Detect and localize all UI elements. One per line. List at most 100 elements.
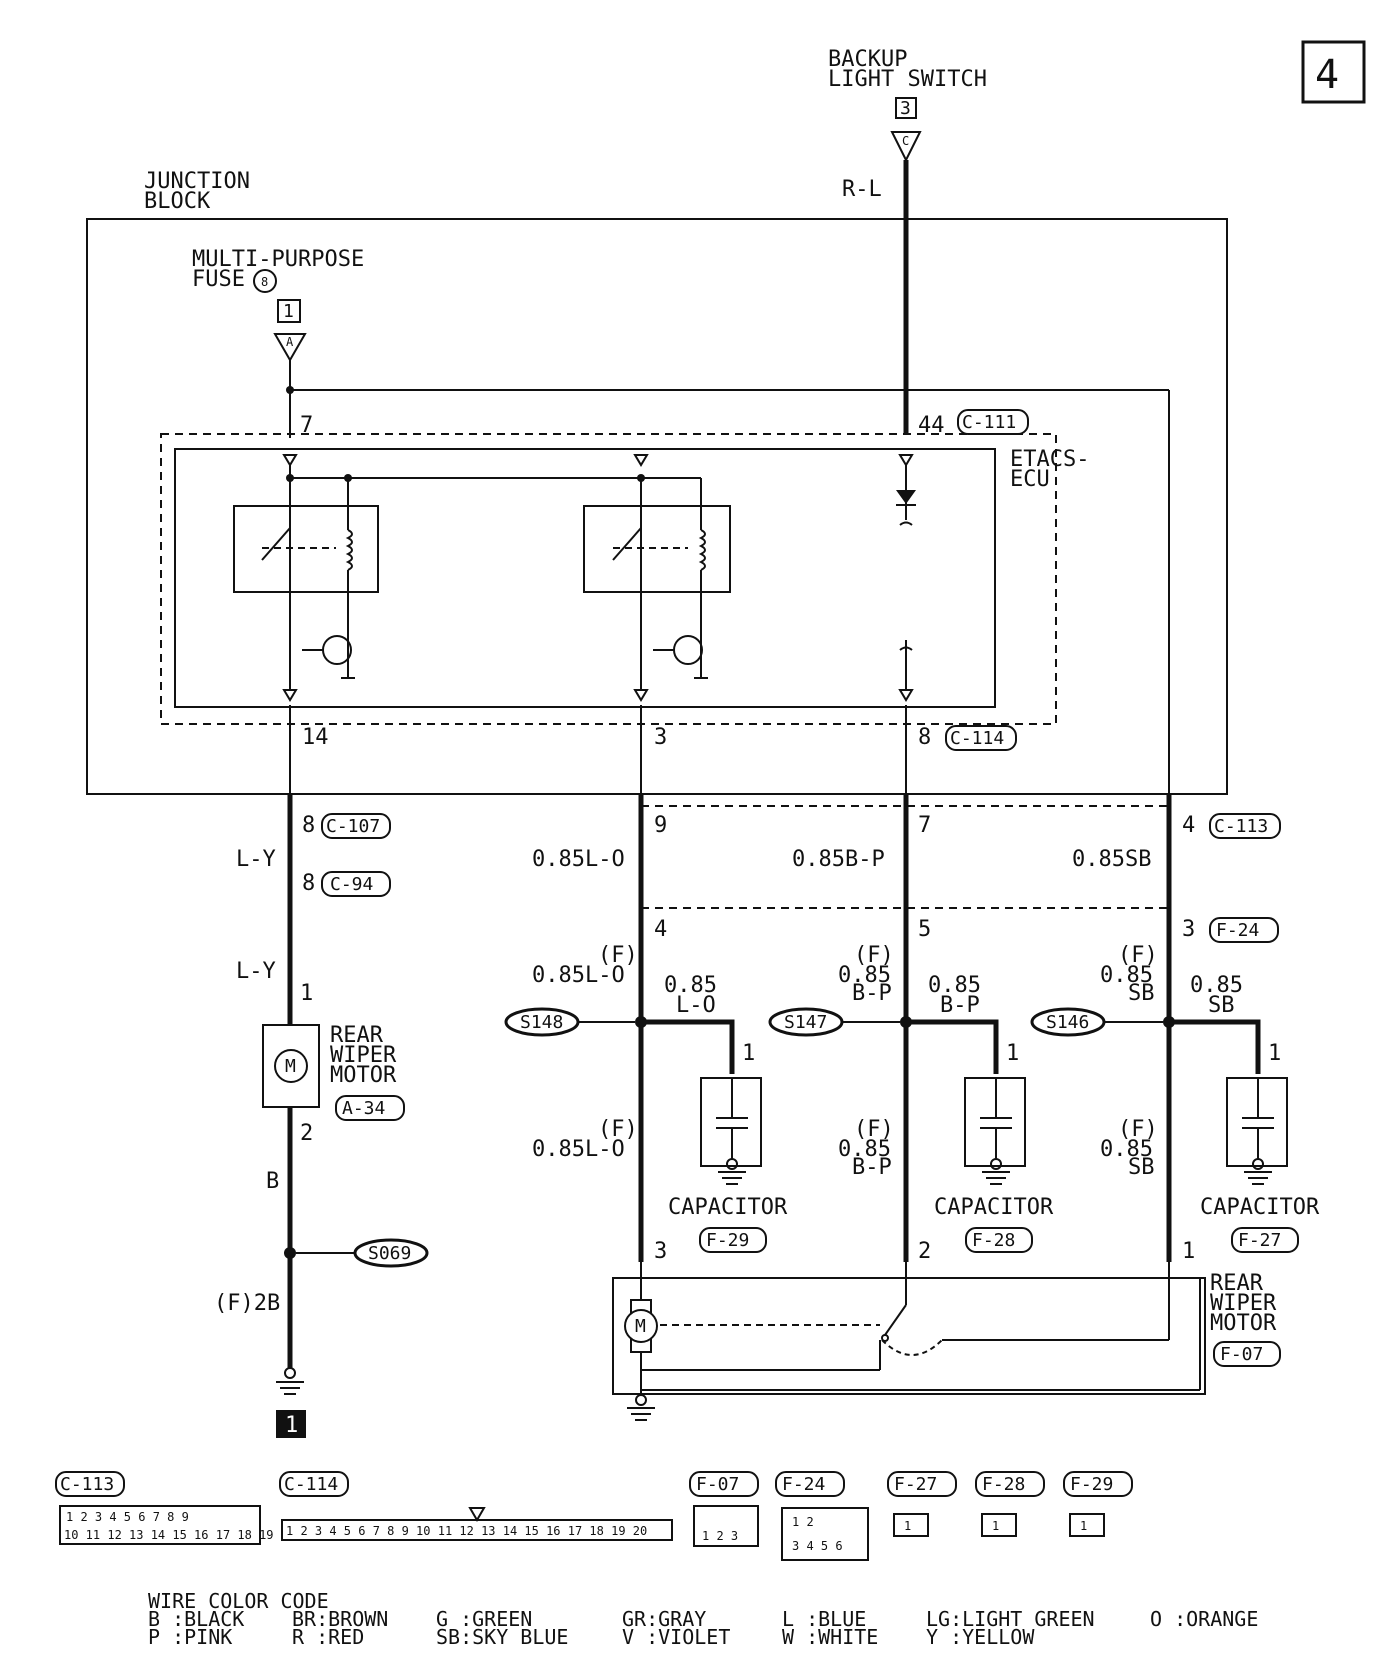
fuse-junction-dot	[286, 386, 294, 394]
f24-pin-a: 4	[654, 917, 667, 942]
page-number-box	[1301, 40, 1366, 104]
f27-pin: 1	[904, 1519, 911, 1533]
f29-name: F-29	[1070, 1474, 1113, 1495]
branch-1-up-size: 0.85L-O	[532, 963, 625, 988]
legend-b: B :BLACK	[148, 1607, 244, 1631]
branch-3-splice: S146	[1046, 1012, 1089, 1033]
legend-lg: LG:LIGHT GREEN	[926, 1607, 1095, 1631]
fuse-terminal: 1	[283, 301, 294, 322]
left-pin-c94: 8	[302, 871, 315, 896]
left-motor-label-3: MOTOR	[330, 1063, 397, 1088]
backup-switch-terminal: 3	[900, 98, 911, 119]
branch-1-cap-wire	[641, 1019, 735, 1074]
rear-motor-label-2: WIPER	[1210, 1291, 1277, 1316]
left-motor-pin-1: 1	[300, 981, 313, 1006]
branch-2-up-size: 0.85	[838, 963, 891, 988]
legend-sb: SB:SKY BLUE	[436, 1625, 568, 1649]
legend-r: R :RED	[292, 1625, 364, 1649]
fuse-number: 8	[261, 275, 268, 289]
c114-pins: 1 2 3 4 5 6 7 8 9 10 11 12 13 14 15 16 1…	[286, 1524, 647, 1538]
c113-conn: C-113	[1214, 816, 1268, 837]
legend-title: WIRE COLOR CODE	[148, 1589, 329, 1613]
rear-motor-icon	[624, 1309, 658, 1343]
branch-3: (F) 0.85 SB 0.85 SB S146 1 (F) 0.85 SB C…	[1030, 943, 1320, 1264]
branch-3-cap-size: 0.85	[1190, 973, 1243, 998]
backup-switch-connector-icon	[890, 131, 922, 163]
branch-3-up-size: 0.85	[1100, 963, 1153, 988]
branch-1-low-f: (F)	[598, 1117, 638, 1142]
rear-motor-internal	[627, 1262, 1201, 1421]
branch-1-cap-size: 0.85	[664, 973, 717, 998]
backup-switch-label-1: BACKUP	[828, 47, 907, 72]
f28-pin: 1	[992, 1519, 999, 1533]
capacitor-icon	[1242, 1078, 1274, 1185]
etacs-conn-out: C-114	[950, 728, 1004, 749]
connector-f27: F-27 1	[887, 1471, 957, 1537]
legend-l: L :BLUE	[782, 1607, 866, 1631]
branch-3-cap-label: CAPACITOR	[1200, 1195, 1320, 1220]
legend-o: O :ORANGE	[1150, 1607, 1258, 1631]
fuse-number-circle	[253, 269, 277, 293]
f28-name: F-28	[982, 1474, 1025, 1495]
c113-pin-c: 4	[1182, 813, 1195, 838]
backup-switch-connector: C	[902, 134, 909, 148]
branch-2-motor-pin: 2	[918, 1239, 931, 1264]
branch-2-low-size: 0.85	[838, 1137, 891, 1162]
branch-2: (F) 0.85 B-P 0.85 B-P S147 1 (F) 0.85 B-…	[768, 943, 1054, 1264]
etacs-pin-out3: 8	[918, 725, 931, 750]
branch-2-cap-wire	[906, 1019, 999, 1074]
fuse-label-2: FUSE	[192, 267, 245, 292]
left-wire-3: B	[266, 1169, 279, 1194]
f27-name: F-27	[894, 1474, 937, 1495]
f07-pins: 1 2 3	[702, 1529, 738, 1543]
ecu-node-2	[344, 474, 352, 482]
left-splice-dot	[284, 1247, 296, 1259]
branch-3-cap-color: SB	[1208, 993, 1235, 1018]
branch-3-cap-conn: F-27	[1238, 1230, 1281, 1251]
diode-icon	[896, 490, 916, 504]
mid-wire-b: 0.85B-P	[792, 847, 885, 872]
etacs-pin-out1: 14	[302, 725, 329, 750]
branch-1-motor-pin: 3	[654, 1239, 667, 1264]
f24-pin-c: 3	[1182, 917, 1195, 942]
f24-conn-box	[1209, 917, 1279, 943]
page-number: 4	[1315, 52, 1339, 98]
legend-v: V :VIOLET	[622, 1625, 730, 1649]
rear-motor-conn-box	[1213, 1341, 1281, 1367]
branch-1-cap-color: L-O	[676, 993, 716, 1018]
c113-pins-row2: 10 11 12 13 14 15 16 17 18 19	[64, 1528, 274, 1542]
backup-switch-terminal-box	[895, 97, 917, 119]
c113-pin-b: 7	[918, 813, 931, 838]
ground-id: 1	[285, 1413, 298, 1438]
f24-conn: F-24	[1216, 920, 1259, 941]
etacs-label-1: ETACS-	[1010, 447, 1089, 472]
etacs-conn-out-box	[945, 725, 1017, 751]
connector-c113: C-113 1 2 3 4 5 6 7 8 9 10 11 12 13 14 1…	[55, 1471, 274, 1545]
c113-pin-a: 9	[654, 813, 667, 838]
branch-3-motor-pin: 1	[1182, 1239, 1195, 1264]
c114-name: C-114	[284, 1474, 338, 1495]
fuse-connector: A	[286, 335, 294, 349]
fuse-connector-icon	[273, 333, 307, 363]
rear-motor-conn: F-07	[1220, 1344, 1263, 1365]
branch-1-cap-conn: F-29	[706, 1230, 749, 1251]
connector-f24: F-24 1 2 3 4 5 6	[775, 1471, 869, 1561]
left-motor-conn: A-34	[342, 1098, 385, 1119]
junction-block-label-2: BLOCK	[144, 189, 211, 214]
branch-1-cap-label: CAPACITOR	[668, 1195, 788, 1220]
legend-g: G :GREEN	[436, 1607, 532, 1631]
f07-name: F-07	[696, 1474, 739, 1495]
rear-motor-box	[612, 1277, 1206, 1395]
branch-3-cap-wire	[1169, 1019, 1261, 1074]
branch-2-cap-conn: F-28	[972, 1230, 1015, 1251]
f29-pin: 1	[1080, 1519, 1087, 1533]
left-motor-m: M	[285, 1056, 296, 1077]
connector-f29: F-29 1	[1063, 1471, 1133, 1537]
rear-motor-label-1: REAR	[1210, 1271, 1264, 1296]
ecu-node-1	[286, 474, 294, 482]
branch-2-f: (F)	[854, 943, 894, 968]
branch-2-cap-size: 0.85	[928, 973, 981, 998]
fuse-label-1: MULTI-PURPOSE	[192, 247, 364, 272]
c113-name: C-113	[60, 1474, 114, 1495]
